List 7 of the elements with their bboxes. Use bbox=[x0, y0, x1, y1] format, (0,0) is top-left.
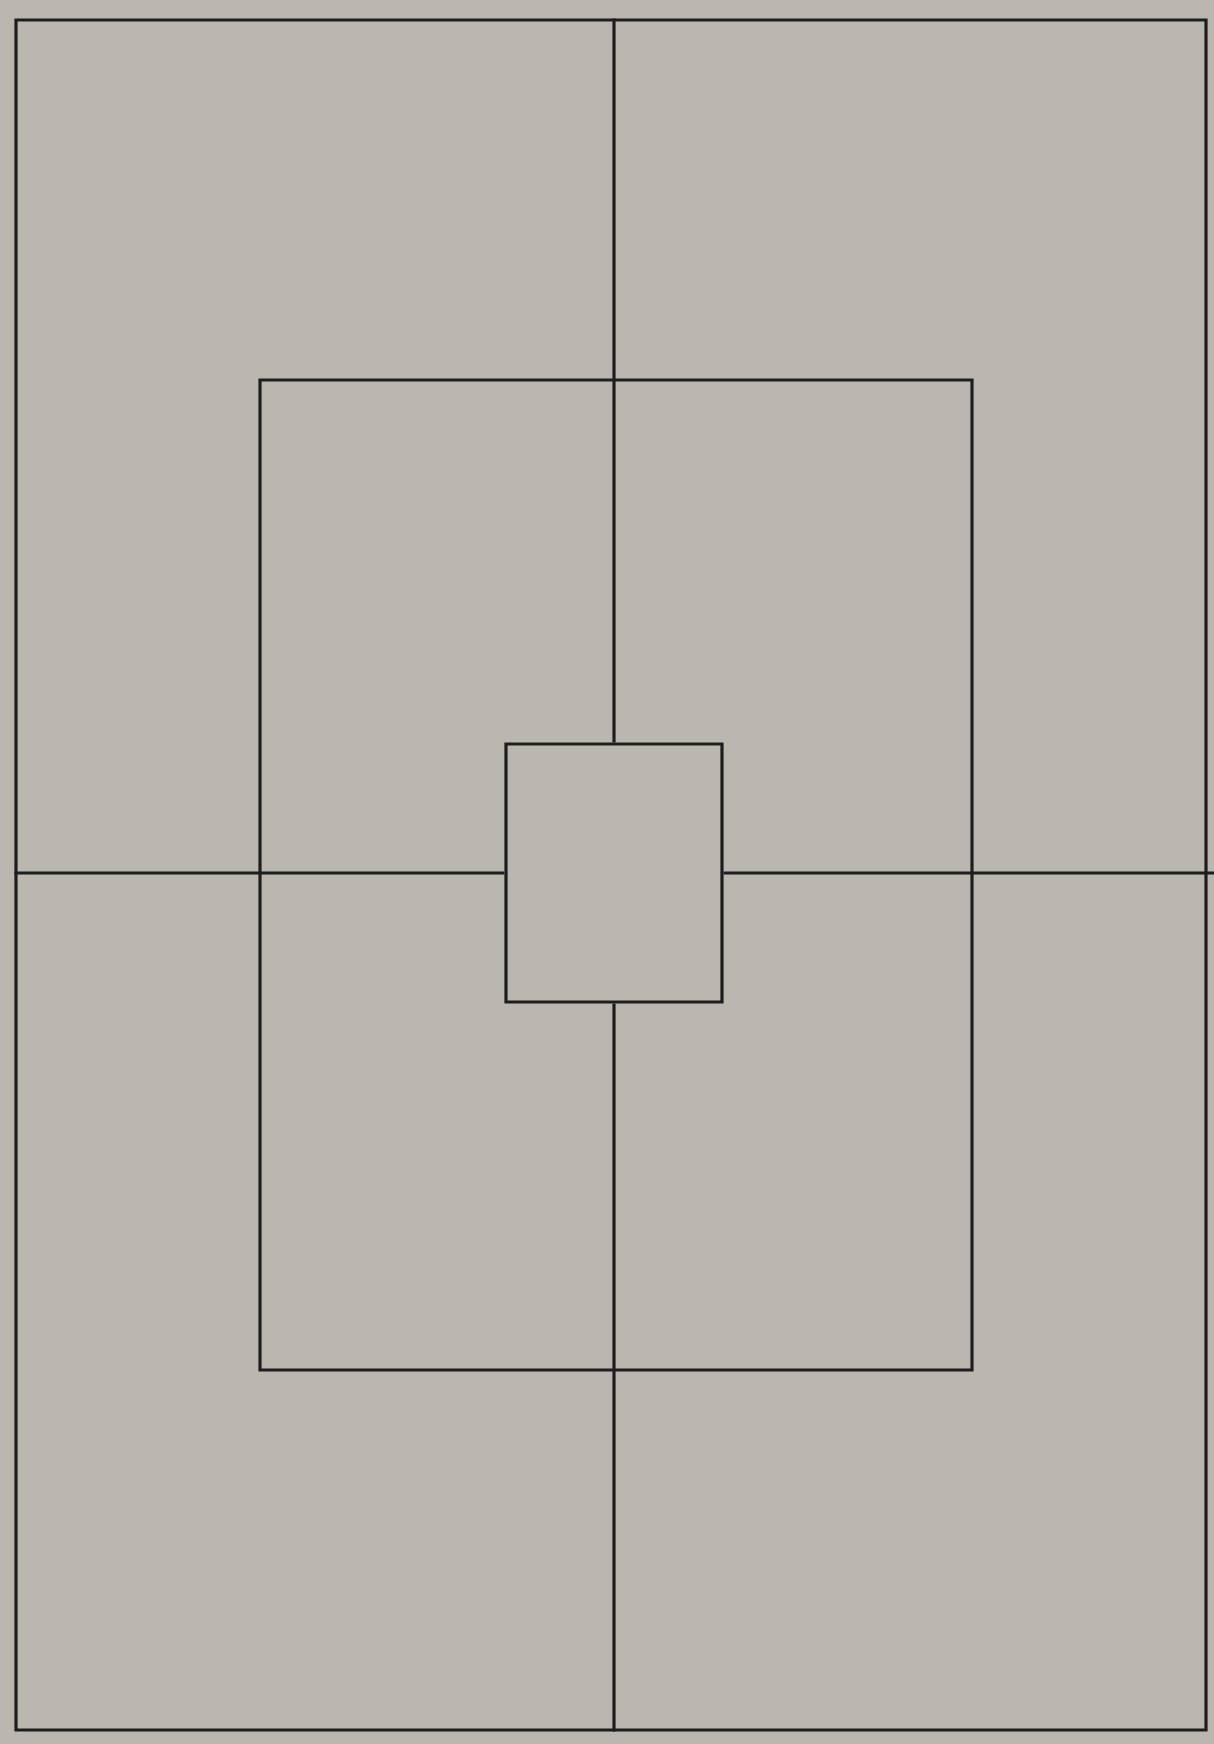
divider-line bbox=[612, 1003, 616, 1732]
frame-box bbox=[14, 18, 1208, 1732]
divider-line bbox=[14, 871, 505, 875]
frame-box bbox=[258, 378, 974, 1372]
divider-line bbox=[723, 871, 1214, 875]
divider-line bbox=[612, 18, 616, 743]
frame-box bbox=[504, 742, 724, 1004]
